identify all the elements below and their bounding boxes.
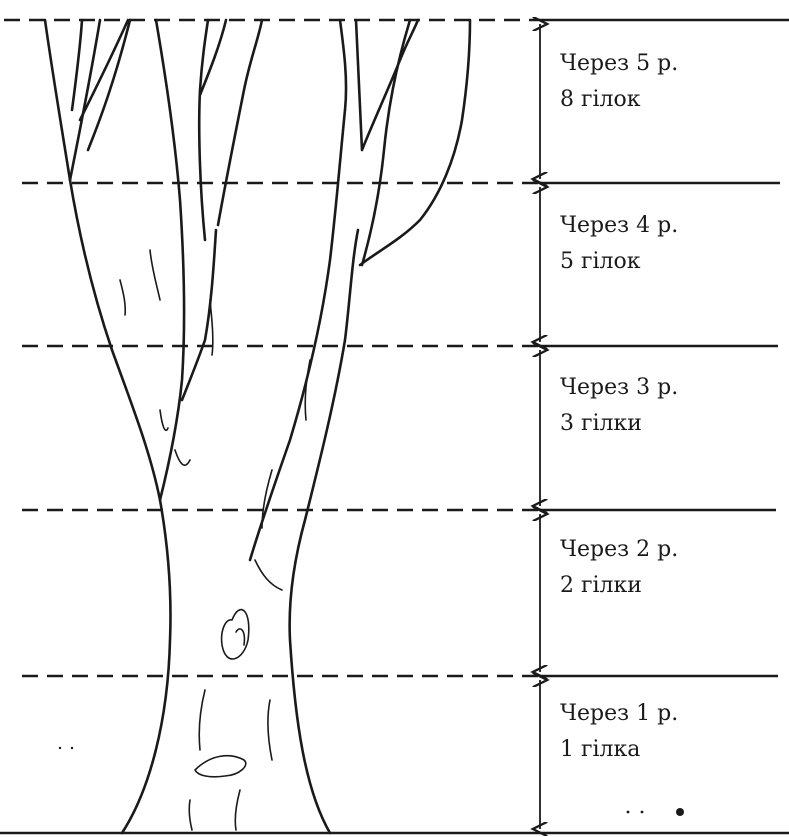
branch-count-label: 5 гілок xyxy=(560,244,780,280)
branch-right-leader xyxy=(250,20,470,560)
branch-count-label: 1 гілка xyxy=(560,732,780,768)
period-label: Через 4 р. xyxy=(560,208,780,244)
period-label: Через 5 р. xyxy=(560,46,780,82)
period-label: Через 3 р. xyxy=(560,370,780,406)
tree-illustration xyxy=(45,20,470,833)
interval-label-5: Через 5 р. 8 гілок xyxy=(560,46,780,118)
bark-texture xyxy=(120,250,310,830)
interval-label-4: Через 4 р. 5 гілок xyxy=(560,208,780,280)
branch-count-label: 8 гілок xyxy=(560,82,780,118)
branch-center xyxy=(156,20,262,500)
period-label: Через 1 р. xyxy=(560,696,780,732)
branch-count-label: 3 гілки xyxy=(560,406,780,442)
interval-label-1: Через 1 р. 1 гілка xyxy=(560,696,780,768)
interval-label-2: Через 2 р. 2 гілки xyxy=(560,532,780,604)
period-label: Через 2 р. xyxy=(560,532,780,568)
interval-label-3: Через 3 р. 3 гілки xyxy=(560,370,780,442)
branch-count-label: 2 гілки xyxy=(560,568,780,604)
